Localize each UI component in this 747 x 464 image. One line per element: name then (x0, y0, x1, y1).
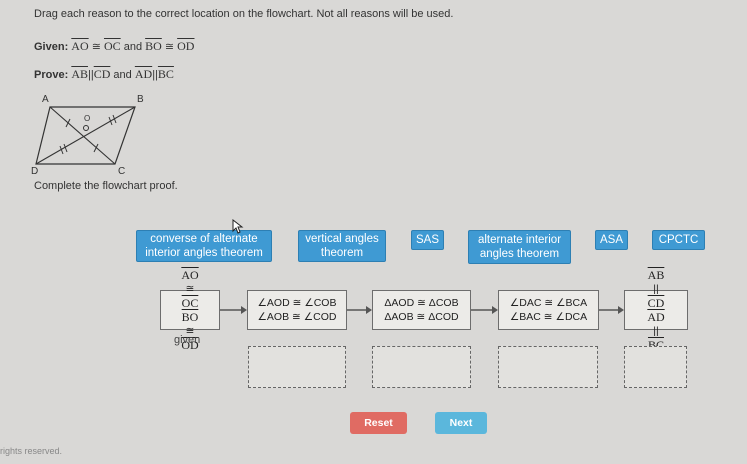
statement-vertical-angles: ∠AOD ≅ ∠COB ∠AOB ≅ ∠COD (247, 290, 347, 330)
vertex-label-o: O (84, 114, 90, 123)
reason-line-1: CPCTC (658, 234, 699, 246)
vertex-label-d: D (31, 166, 38, 177)
given-seg-1: AO (71, 39, 89, 53)
segment-bo: BO (181, 310, 199, 324)
congruent-symbol: ≅ (185, 283, 195, 295)
prove-label: Prove: (34, 69, 69, 81)
drop-zone-triangles-reason[interactable] (372, 346, 471, 388)
flow-arrow-3 (471, 306, 498, 314)
congruent-symbol: ≅ (185, 325, 195, 337)
diagonal-bd (35, 106, 136, 165)
parallel-symbol: || (653, 325, 659, 337)
segment-oc: OC (181, 296, 199, 310)
given-and: and (120, 41, 146, 53)
statement-line-2: ∠AOB ≅ ∠COD (257, 311, 337, 323)
prove-and: and (110, 69, 135, 81)
given-rel-2: ≅ (161, 41, 178, 53)
statement-line-2: BO ≅ OD (161, 310, 219, 352)
statement-line-2: ∠BAC ≅ ∠DCA (509, 311, 588, 323)
given-seg-4: OD (177, 39, 195, 53)
prove-rel-2: || (152, 69, 158, 81)
drop-zone-vertical-angles-reason[interactable] (248, 346, 346, 388)
flow-arrow-2 (347, 306, 372, 314)
reason-tile-cpctc[interactable]: CPCTC (652, 230, 705, 250)
segment-cd: CD (647, 296, 665, 310)
parallelogram-figure: A B C D O (31, 94, 144, 177)
reason-line-1: converse of alternate (150, 233, 258, 245)
mouse-pointer-icon (232, 219, 244, 234)
vertex-label-b: B (137, 94, 144, 105)
reason-line-1: alternate interior (477, 234, 562, 246)
tick-od-1 (59, 145, 64, 155)
reason-tile-vertical-angles[interactable]: vertical angles theorem (298, 230, 386, 262)
tick-bo-1 (108, 116, 113, 126)
tick-bo-2 (112, 114, 117, 124)
reason-tile-asa[interactable]: ASA (595, 230, 628, 250)
reason-tile-alternate-interior[interactable]: alternate interior angles theorem (468, 230, 571, 264)
statement-line-1: ∠AOD ≅ ∠COB (257, 297, 337, 309)
vertex-label-c: C (118, 166, 125, 177)
prove-seg-1: AB (71, 67, 88, 81)
footer-rights-text: rights reserved. (0, 446, 63, 456)
segment-ao: AO (181, 268, 199, 282)
complete-instruction: Complete the flowchart proof. (34, 180, 178, 192)
reason-line-1: vertical angles (305, 233, 379, 245)
segment-ab: AB (647, 268, 665, 282)
given-seg-3: BO (145, 39, 162, 53)
reason-line-1: SAS (415, 234, 439, 246)
reason-line-1: ASA (599, 234, 623, 246)
given-reason-label: given (174, 334, 201, 346)
tick-od-2 (63, 143, 68, 153)
reset-button[interactable]: Reset (350, 412, 407, 434)
given-rel-1: ≅ (88, 41, 104, 53)
statement-given-segments: AO ≅ OC BO ≅ OD (160, 268, 220, 352)
drop-zone-parallel-reason[interactable] (624, 346, 687, 388)
reason-line-2: angles theorem (479, 248, 560, 260)
parallel-symbol: || (653, 283, 659, 295)
prove-seg-3: AD (134, 67, 153, 81)
prove-statement: Prove: AB||CD and AD||BC (34, 67, 174, 82)
statement-line-1: ∠DAC ≅ ∠BCA (509, 297, 588, 309)
statement-congruent-triangles: ΔAOD ≅ ΔCOB ΔAOB ≅ ΔCOD (372, 290, 471, 330)
center-point (83, 125, 89, 131)
reason-line-2: theorem (320, 247, 364, 259)
statement-parallel-sides: AB || CD AD || BC (624, 268, 688, 352)
tick-oc (93, 143, 99, 153)
prove-seg-4: BC (157, 67, 174, 81)
given-statement: Given: AO ≅ OC and BO ≅ OD (34, 39, 194, 54)
given-seg-2: OC (103, 39, 121, 53)
tick-ao (65, 118, 71, 128)
segment-ad: AD (647, 310, 665, 324)
statement-line-1: ΔAOD ≅ ΔCOB (384, 297, 459, 309)
next-button[interactable]: Next (435, 412, 487, 434)
reason-tile-sas[interactable]: SAS (411, 230, 444, 250)
reason-tile-converse-alternate-interior[interactable]: converse of alternate interior angles the… (136, 230, 272, 262)
prove-rel-1: || (87, 69, 94, 81)
statement-line-2: ΔAOB ≅ ΔCOD (384, 311, 459, 323)
drop-zone-angles-reason[interactable] (498, 346, 598, 388)
flow-arrow-4 (599, 306, 624, 314)
instruction-text: Drag each reason to the correct location… (34, 8, 454, 20)
reason-line-2: interior angles theorem (145, 247, 263, 259)
statement-line-1: AO ≅ OC (161, 268, 219, 310)
statement-line-1: AB || CD (625, 268, 687, 310)
flow-arrow-1 (220, 306, 247, 314)
vertex-label-a: A (42, 94, 49, 105)
prove-seg-2: CD (93, 67, 111, 81)
given-label: Given: (34, 41, 69, 53)
statement-congruent-angles: ∠DAC ≅ ∠BCA ∠BAC ≅ ∠DCA (498, 290, 599, 330)
diagonal-ac (49, 106, 116, 165)
segment-od: OD (181, 338, 199, 352)
